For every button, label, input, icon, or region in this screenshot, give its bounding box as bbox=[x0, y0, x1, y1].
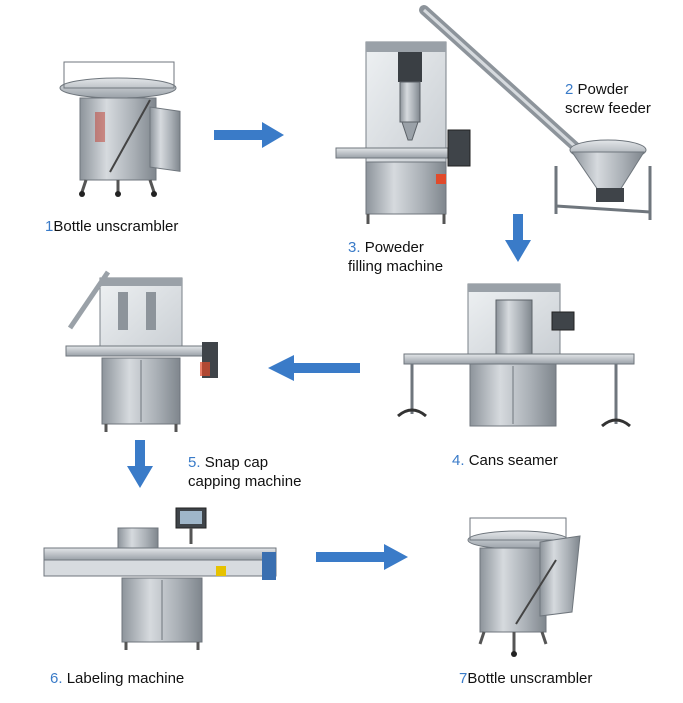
step-5-line1: Snap cap bbox=[204, 454, 269, 471]
step-5-number: 5. bbox=[188, 454, 201, 471]
labeling-machine bbox=[43, 507, 277, 650]
step-2-label: 2 Powder screw feeder bbox=[565, 80, 651, 118]
bottle-unscrambler-machine-1 bbox=[59, 61, 181, 197]
step-1-label: 1Bottle unscrambler bbox=[45, 217, 178, 236]
step-2-line1: Powder bbox=[577, 81, 629, 98]
arrow-down-3-to-4 bbox=[505, 214, 531, 262]
step-7-number: 7 bbox=[459, 670, 468, 687]
arrow-left-4-to-5 bbox=[268, 355, 360, 381]
cans-seamer-machine bbox=[397, 283, 635, 428]
step-5-line2: capping machine bbox=[188, 473, 302, 490]
step-2-line2: screw feeder bbox=[565, 100, 651, 117]
step-5-label: 5. Snap cap capping machine bbox=[188, 453, 301, 491]
powder-filling-machine bbox=[335, 41, 471, 224]
bottle-unscrambler-machine-7 bbox=[467, 517, 581, 657]
arrow-down-5-to-6 bbox=[127, 440, 153, 488]
step-2-number: 2 bbox=[565, 81, 574, 98]
step-7-label: 7Bottle unscrambler bbox=[459, 669, 592, 688]
step-1-number: 1 bbox=[45, 218, 54, 235]
step-4-number: 4. bbox=[452, 452, 465, 469]
powder-screw-feeder-machine bbox=[419, 5, 652, 220]
step-1-text: Bottle unscrambler bbox=[53, 218, 179, 235]
step-6-text: Labeling machine bbox=[66, 670, 185, 687]
step-3-label: 3. Poweder filling machine bbox=[348, 238, 443, 276]
step-3-number: 3. bbox=[348, 239, 361, 256]
snap-cap-capping-machine bbox=[65, 270, 218, 432]
step-6-number: 6. bbox=[50, 670, 63, 687]
step-7-text: Bottle unscrambler bbox=[467, 670, 593, 687]
step-3-line2: filling machine bbox=[348, 258, 444, 275]
step-4-text: Cans seamer bbox=[468, 452, 558, 469]
step-6-label: 6. Labeling machine bbox=[50, 669, 184, 688]
arrow-right-1-to-3 bbox=[214, 122, 284, 148]
step-4-label: 4. Cans seamer bbox=[452, 451, 558, 470]
arrow-right-6-to-7 bbox=[316, 544, 408, 570]
step-3-line1: Poweder bbox=[364, 239, 424, 256]
